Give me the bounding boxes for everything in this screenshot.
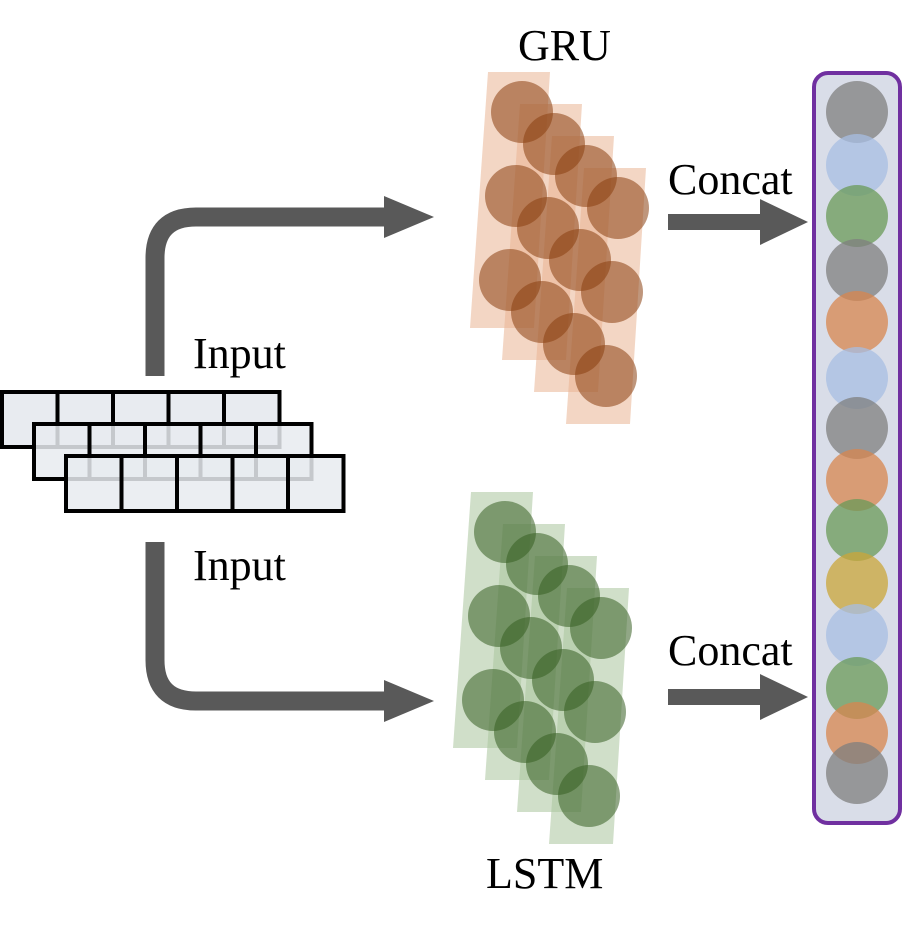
arrow-to-gru [145,207,392,376]
lstm-block [453,492,632,844]
output-unit-blue [826,604,888,666]
output-unit-orange [826,291,888,353]
concat-arrow-top-shaft [668,214,764,230]
rnn-unit [558,765,620,827]
output-unit-orange [826,449,888,511]
concat-label-bottom: Concat [668,626,793,675]
output-unit-gray [826,81,888,143]
rnn-unit [575,345,637,407]
rnn-unit [587,177,649,239]
concat-arrowhead-top [760,199,808,245]
arrowhead-to-gru [384,196,434,238]
input-cell [230,454,290,513]
output-unit-blue [826,347,888,409]
input-cell [119,454,179,513]
output-unit-yellow [826,552,888,614]
rnn-unit [564,681,626,743]
output-unit-gray [826,397,888,459]
input-sequence-grid [0,390,346,513]
lstm-label: LSTM [486,849,603,898]
output-unit-gray [826,742,888,804]
output-unit-gray [826,239,888,301]
input-cell [175,454,235,513]
output-unit-green [826,185,888,247]
arrowhead-to-lstm [384,680,434,722]
rnn-unit [581,261,643,323]
input-layer [64,454,346,513]
input-cell [0,390,60,449]
input-cell [64,454,124,513]
output-unit-blue [826,134,888,196]
concat-arrow-bottom-shaft [668,689,764,705]
input-label-bottom: Input [193,541,286,590]
rnn-unit [570,597,632,659]
input-cell [286,454,346,513]
input-label-top: Input [193,329,286,378]
gru-block [470,72,649,424]
gru-label: GRU [518,21,611,70]
output-unit-green [826,657,888,719]
arrow-to-lstm [145,542,392,711]
concatenated-output-vector [812,71,902,825]
concat-label-top: Concat [668,155,793,204]
concat-arrowhead-bottom [760,674,808,720]
output-unit-green [826,499,888,561]
